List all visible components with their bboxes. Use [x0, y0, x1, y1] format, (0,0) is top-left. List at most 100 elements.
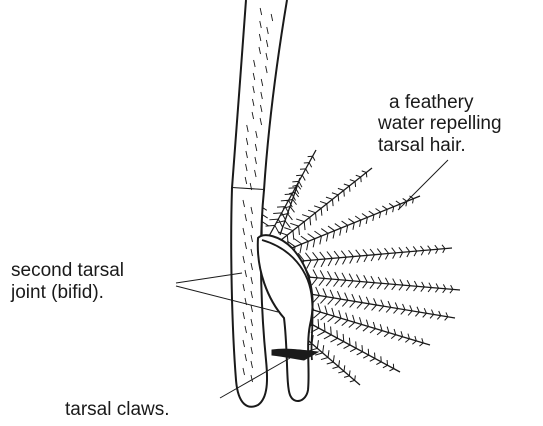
feather-barb	[288, 214, 293, 220]
feather-barb	[405, 339, 409, 343]
feather-barb	[338, 195, 339, 201]
feather-barb	[363, 282, 368, 288]
feather-barb	[309, 163, 312, 168]
feather-barb	[396, 201, 400, 204]
feather-barb	[320, 236, 322, 244]
feather-barb	[343, 257, 347, 264]
feather-barb	[423, 313, 427, 317]
feather-barb	[313, 252, 319, 259]
feather-barb	[342, 320, 348, 325]
feather-barb	[328, 298, 334, 305]
feather-shaft	[300, 306, 430, 345]
feather-barb	[284, 228, 293, 231]
feather-barb	[344, 184, 350, 186]
feather-barb	[308, 210, 315, 213]
feather-barb	[372, 305, 377, 310]
feather-barb	[370, 249, 374, 255]
feather-barb	[299, 181, 302, 187]
feather-barb	[333, 367, 339, 369]
feather-barb	[302, 215, 310, 218]
feather-barb	[342, 273, 346, 280]
feather-barb	[262, 222, 269, 226]
feather-barb	[391, 335, 396, 339]
feather-barb	[350, 257, 354, 264]
feather-barb	[364, 304, 369, 310]
feather-barb	[310, 217, 311, 225]
feather-barb	[385, 253, 388, 259]
feather-plume	[298, 286, 455, 321]
feather-barb	[356, 250, 361, 256]
feather-barb	[442, 245, 445, 249]
feather-barb	[414, 286, 418, 291]
feather-barb	[293, 199, 297, 204]
feather-barb	[384, 284, 388, 290]
feather-barb	[328, 350, 329, 357]
feather-barb	[401, 310, 405, 315]
feather-barb	[428, 288, 431, 292]
feather-barb	[309, 348, 317, 350]
feather-barb	[363, 249, 368, 255]
feather-barb	[326, 279, 331, 286]
feather-barb	[345, 293, 348, 301]
feather-barb	[384, 248, 388, 253]
feather-barb	[320, 201, 327, 203]
upper-tarsal-segment	[232, 0, 287, 190]
feather-barb	[406, 286, 410, 291]
feather-barb	[332, 193, 338, 195]
feather-barb	[344, 345, 350, 349]
feather-barb	[313, 312, 320, 318]
feather-barb	[321, 259, 325, 267]
feather-barb	[376, 208, 381, 212]
feather-barb	[308, 234, 315, 239]
feather-barb	[349, 322, 355, 327]
feather-plume	[296, 269, 460, 293]
feather-shaft	[282, 196, 420, 252]
feather-barb	[406, 247, 410, 252]
feather-barb	[290, 223, 298, 226]
label-tarsal-hair-line-1: a feathery	[389, 91, 474, 114]
feather-barb	[343, 334, 344, 342]
feather-barb	[419, 343, 423, 346]
feather-barb	[348, 219, 354, 223]
feather-barb	[339, 360, 340, 366]
label-tarsal-hair-line-2: water repelling	[378, 112, 502, 135]
feather-barb	[335, 318, 341, 323]
feather-barb	[379, 306, 384, 311]
feather-barb	[371, 276, 375, 283]
feather-barb	[349, 370, 350, 375]
feather-barb	[324, 335, 331, 339]
feather-barb	[320, 270, 324, 278]
feather-barb	[357, 256, 361, 263]
feather-barb	[321, 208, 322, 215]
feather-barb	[350, 301, 355, 307]
feather-barb	[356, 274, 360, 281]
feather-barb	[382, 206, 387, 209]
feather-barb	[355, 281, 360, 287]
feather-barb	[294, 239, 302, 244]
feather-barb	[317, 332, 325, 336]
feather-barb	[364, 275, 368, 282]
feather-barb	[327, 362, 334, 364]
feather-barb	[385, 278, 388, 284]
feather-barb	[321, 358, 328, 360]
feather-barb	[393, 309, 397, 314]
label-second-joint-line-2: joint (bifid).	[11, 281, 104, 304]
feather-barb	[298, 185, 301, 189]
feather-barb	[450, 289, 453, 293]
feather-barb	[335, 299, 341, 305]
label-tarsal-claws: tarsal claws.	[65, 398, 170, 421]
feather-barb	[338, 371, 344, 373]
feather-barb	[273, 213, 282, 214]
feather-barb	[313, 239, 315, 248]
feather-barb	[443, 289, 446, 293]
feather-barb	[421, 287, 425, 292]
feather-barb	[398, 337, 402, 341]
feather-barb	[342, 221, 348, 225]
feather-barb	[362, 345, 363, 352]
feather-plume	[266, 150, 316, 238]
feather-barb	[371, 255, 374, 261]
feather-barb	[355, 216, 361, 220]
feather-barb	[392, 248, 396, 253]
